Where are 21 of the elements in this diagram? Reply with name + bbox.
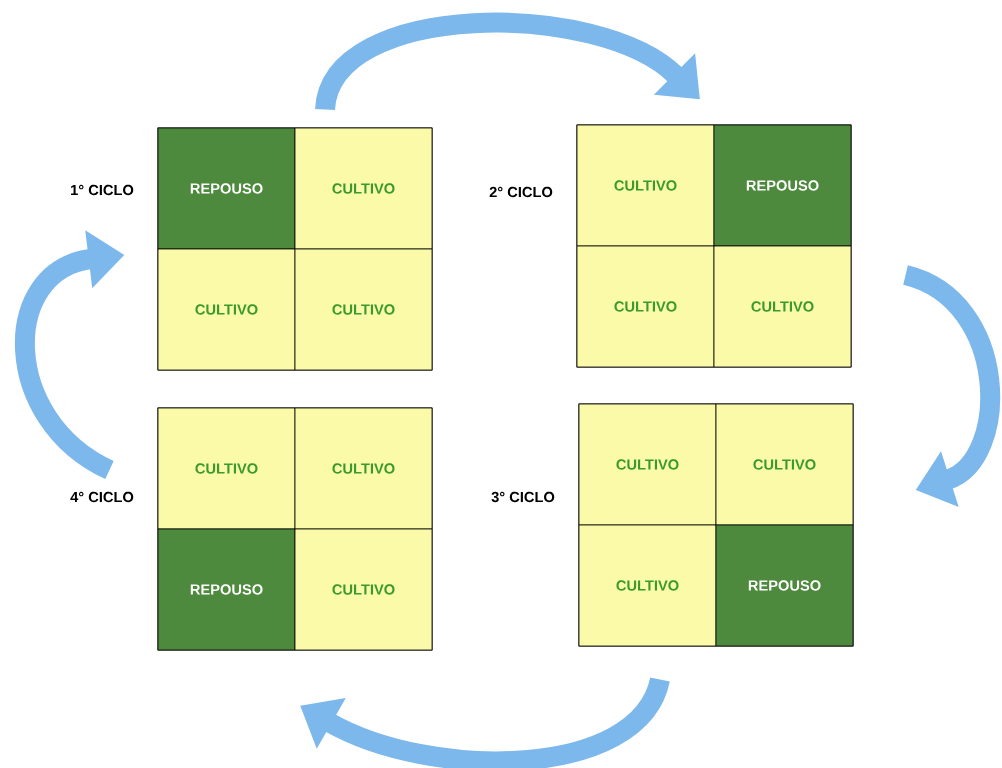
field-cell: CULTIVO <box>578 403 717 526</box>
field-cell: REPOUSO <box>713 124 852 247</box>
cycle-label: 3° CICLO <box>491 491 555 503</box>
cycle-label: 4° CICLO <box>70 491 134 503</box>
cycle-label: 1° CICLO <box>71 184 134 196</box>
field-cell: CULTIVO <box>294 127 433 250</box>
field-cell: REPOUSO <box>715 524 854 647</box>
field-cell: CULTIVO <box>294 407 433 530</box>
curved-arrow <box>902 265 1001 507</box>
field-cell: CULTIVO <box>157 407 296 530</box>
field-cell: CULTIVO <box>576 245 715 368</box>
field-cell: CULTIVO <box>157 248 296 371</box>
field-cell: CULTIVO <box>715 403 854 526</box>
field-cell: CULTIVO <box>578 524 717 647</box>
field-cell: REPOUSO <box>157 528 296 651</box>
field-cell: REPOUSO <box>157 127 296 250</box>
field-cell: CULTIVO <box>576 124 715 247</box>
cycle-label: 2° CICLO <box>489 186 553 198</box>
field-cell: CULTIVO <box>294 528 433 651</box>
field-cell: CULTIVO <box>713 245 852 368</box>
field-cell: CULTIVO <box>294 248 433 371</box>
